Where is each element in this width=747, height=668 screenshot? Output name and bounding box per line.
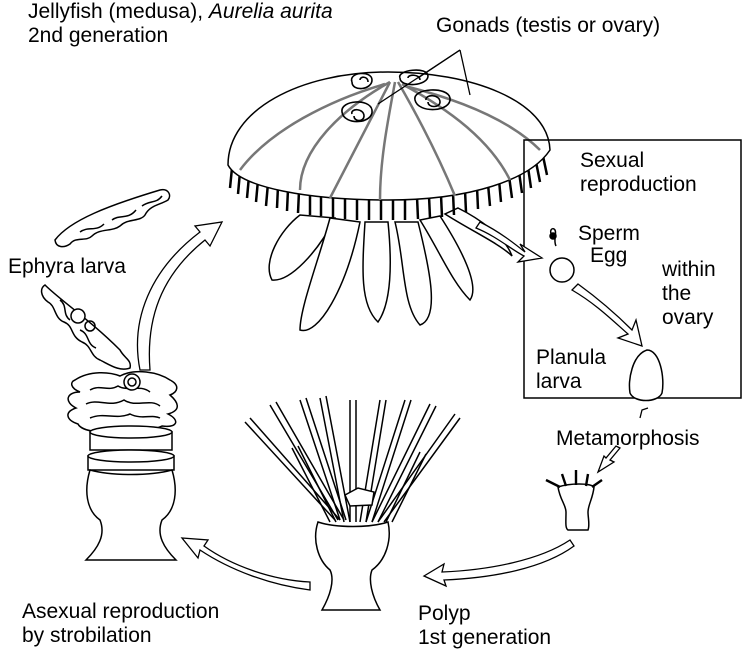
- sperm-label: Sperm: [578, 222, 640, 245]
- within-ovary-label: within the ovary: [662, 258, 716, 329]
- gonad-pointers: [377, 49, 471, 105]
- cycle-arrows: [136, 221, 643, 591]
- polyp-label: Polyp 1st generation: [418, 602, 552, 649]
- young-polyp: [545, 470, 603, 531]
- sexual-reproduction-box: [523, 139, 742, 399]
- sexual-reproduction-label: Sexual reproduction: [580, 149, 697, 196]
- planula-tail: [639, 407, 649, 419]
- strobila-illustration: [67, 370, 178, 561]
- medusa-illustration: [227, 49, 551, 332]
- gonads: [341, 69, 451, 123]
- asexual-reproduction-label: Asexual reproduction by strobilation: [22, 600, 220, 647]
- planula-larva: [628, 349, 664, 402]
- jellyfish-title-line1: Jellyfish (medusa), Aurelia aurita: [28, 0, 333, 23]
- oral-arms: [268, 207, 513, 332]
- gonads-label: Gonads (testis or ovary): [436, 14, 661, 37]
- jellyfish-title-line2: 2nd generation: [28, 24, 169, 47]
- sperm-egg: [549, 227, 575, 283]
- ephyra-larva-label: Ephyra larva: [8, 255, 126, 278]
- ephyra-larva-illustration: [40, 188, 171, 370]
- bell: [227, 71, 551, 201]
- jellyfish-title: Jellyfish (medusa), Aurelia aurita 2nd g…: [28, 0, 333, 48]
- planula-larva-label: Planula larva: [536, 346, 607, 393]
- metamorphosis-label: Metamorphosis: [556, 427, 700, 450]
- egg-label: Egg: [590, 244, 628, 267]
- polyp-illustration: [244, 395, 461, 611]
